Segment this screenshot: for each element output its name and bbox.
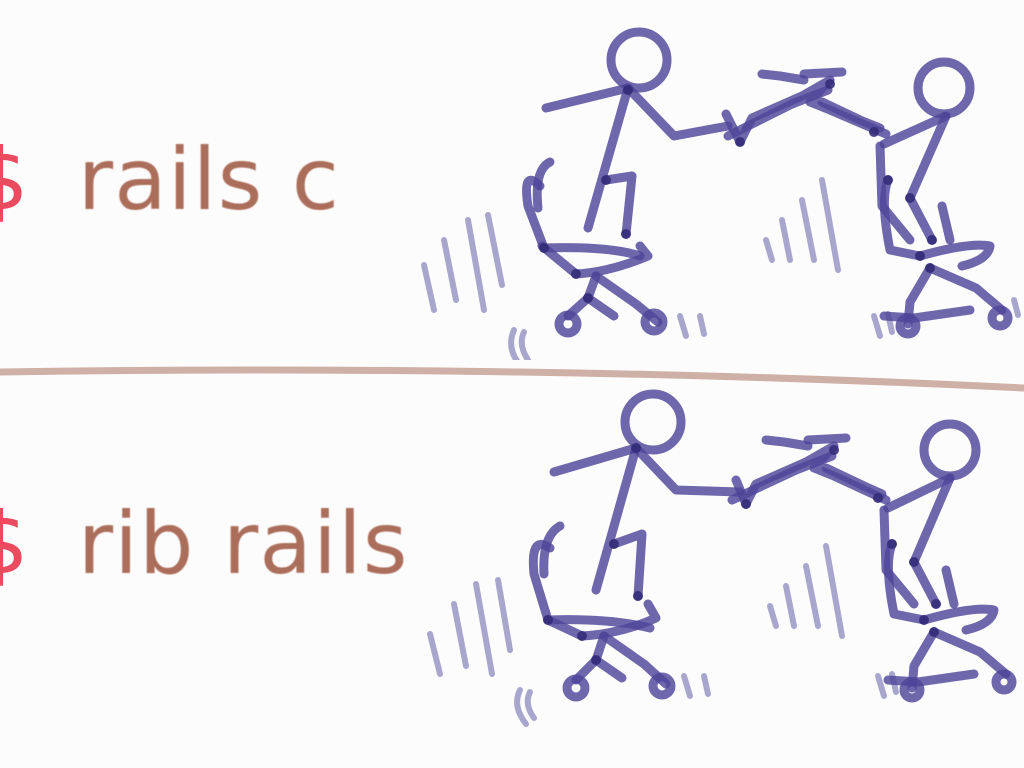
high-five-chairs-illustration: [421, 27, 1021, 360]
command-line-top: $ rails c: [0, 130, 340, 230]
prompt-symbol: $: [0, 494, 30, 594]
motion-lines-middle: [767, 543, 899, 699]
high-five-chairs-illustration: [427, 389, 1017, 727]
left-figure-on-chair: [522, 27, 733, 338]
motion-lines-left: [421, 212, 707, 360]
command-text: rails c: [77, 130, 340, 230]
right-figure-on-chair: [875, 57, 1013, 339]
command-text: rib rails: [77, 494, 409, 594]
panel-bottom: $ rib rails: [0, 384, 1024, 768]
right-figure-on-chair: [879, 419, 1017, 703]
panel-top: $ rails c: [0, 0, 1024, 372]
panel-divider: [0, 366, 1024, 392]
left-figure-on-chair: [528, 389, 745, 702]
high-five-arms: [727, 433, 891, 509]
command-line-bottom: $ rib rails: [0, 494, 409, 594]
motion-lines-left: [427, 577, 711, 727]
high-five-arms: [721, 67, 891, 147]
prompt-symbol: $: [0, 130, 30, 230]
